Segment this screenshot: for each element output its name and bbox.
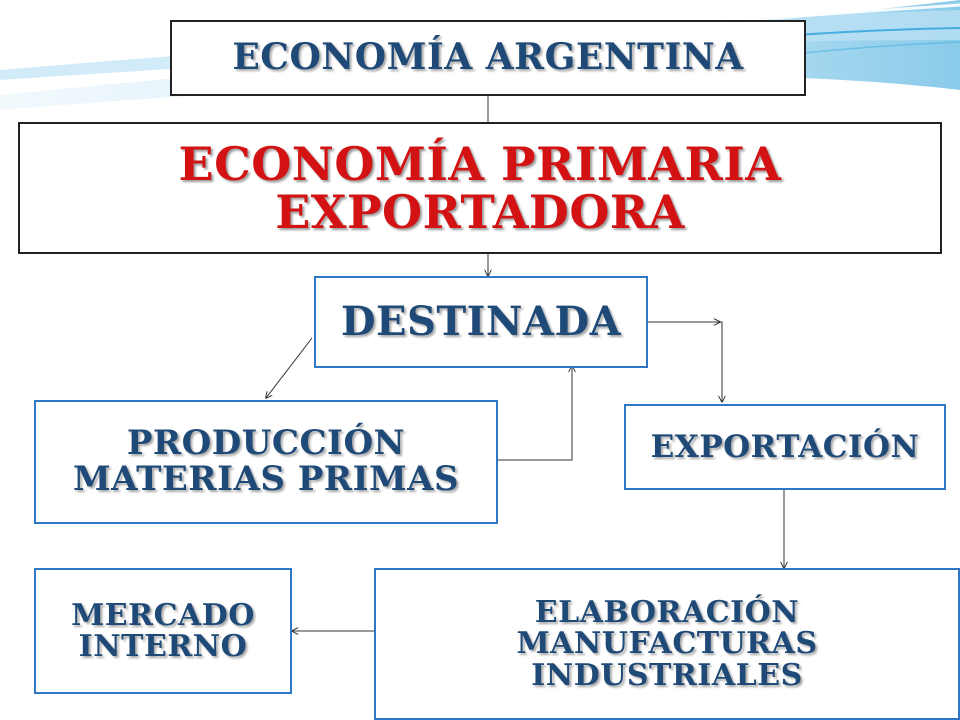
primary-economy-box: ECONOMÍA PRIMARIA EXPORTADORA xyxy=(18,122,942,254)
destinada-label: DESTINADA xyxy=(340,298,622,345)
produccion-line-2: MATERIAS PRIMAS xyxy=(72,459,460,499)
mercado-line-1: MERCADO xyxy=(71,597,255,633)
arrow-destinada-to-produccion xyxy=(266,337,313,398)
exportacion-label: EXPORTACIÓN xyxy=(650,428,920,465)
mercado-line-2: INTERNO xyxy=(78,629,248,664)
arrow-destinada-to-exportacion xyxy=(648,321,722,402)
title-box: ECONOMÍA ARGENTINA xyxy=(170,20,806,96)
arrow-produccion-to-destinada xyxy=(498,366,572,461)
produccion-line-1: PRODUCCIÓN xyxy=(126,423,406,464)
primary-line-2: EXPORTADORA xyxy=(275,185,685,239)
diagram-title: ECONOMÍA ARGENTINA xyxy=(232,36,744,79)
elaboracion-line-1: ELABORACIÓN xyxy=(534,594,800,630)
produccion-box: PRODUCCIÓN MATERIAS PRIMAS xyxy=(34,400,498,524)
elaboracion-line-3: INDUSTRIALES xyxy=(531,657,803,693)
elaboracion-box: ELABORACIÓN MANUFACTURAS INDUSTRIALES xyxy=(374,568,960,720)
exportacion-box: EXPORTACIÓN xyxy=(624,404,946,490)
primary-line-1: ECONOMÍA PRIMARIA xyxy=(178,136,782,191)
destinada-box: DESTINADA xyxy=(314,276,648,368)
elaboracion-line-2: MANUFACTURAS xyxy=(516,626,818,662)
mercado-box: MERCADO INTERNO xyxy=(34,568,292,694)
